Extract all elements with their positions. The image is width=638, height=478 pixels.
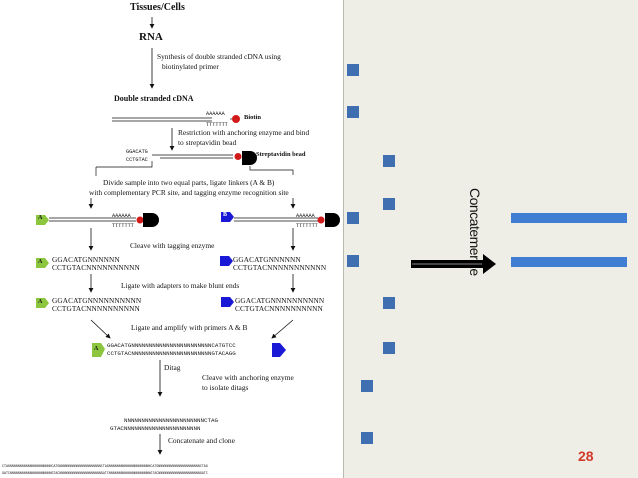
- ditag-linker-a: [92, 343, 105, 357]
- blunt-b-top: GGACATGNNNNNNNNNN: [235, 296, 325, 305]
- tag-a-bottom: CCTGTACNNNNNNNNNN: [52, 263, 140, 272]
- poly-t-2: TTTTTTT: [112, 223, 134, 229]
- biotin-marker: [232, 115, 240, 123]
- bullet-8: [383, 342, 395, 354]
- rna-label: RNA: [139, 31, 163, 43]
- linker-a-shape: [36, 215, 49, 225]
- ditag-linker-b: [272, 343, 286, 357]
- bullet-4: [383, 198, 395, 210]
- poly-a-1: AAAAAA: [206, 111, 225, 117]
- tag-b-bottom: CCTGTACNNNNNNNNNNN: [233, 263, 327, 272]
- bullet-10: [361, 432, 373, 444]
- catg-bottom: CCTGTAC: [126, 157, 148, 163]
- linker-b-shape: [221, 212, 234, 222]
- blunt-b-bottom: CCTGTACNNNNNNNNNN: [235, 304, 323, 313]
- concatemerize-label: Concatemerize: [467, 188, 483, 276]
- ditag-a-linker: A: [94, 346, 99, 352]
- ditag-label: Ditag: [164, 363, 181, 372]
- blunt-a-bottom: CCTGTACNNNNNNNNNN: [52, 304, 140, 313]
- bullet-3: [383, 155, 395, 167]
- step-divide-line1: Divide sample into two equal parts, liga…: [103, 178, 275, 187]
- bullet-7: [383, 297, 395, 309]
- step-anchor-line1: Cleave with anchoring enzyme: [202, 373, 294, 382]
- step-restriction-line2: to streptavidin bead: [178, 138, 237, 147]
- ds-cdna-label: Double stranded cDNA: [114, 94, 194, 103]
- poly-a-2: AAAAAA: [112, 213, 131, 219]
- step-restriction-line1: Restriction with anchoring enzyme and bi…: [178, 128, 310, 137]
- panel-divider: [343, 0, 344, 478]
- step-divide-line2: with complementary PCR site, and tagging…: [89, 188, 289, 197]
- linker-b-label: B: [223, 212, 228, 218]
- streptavidin-label: Streptavidin bead: [256, 151, 306, 158]
- concat-bottom: GATCNNNNNNNNNNNNNNNNNNNNNGTACNNNNNNNNNNN…: [2, 471, 208, 475]
- diagram-graphics: [36, 17, 340, 455]
- step-synthesis-line1: Synthesis of double stranded cDNA using: [157, 52, 281, 61]
- tissues-label: Tissues/Cells: [130, 2, 185, 13]
- right-panel: [344, 0, 638, 478]
- step-concatenate: Concatenate and clone: [168, 436, 235, 445]
- concat-top: CTAGNNNNNNNNNNNNNNNNNNNNNCATGNNNNNNNNNNN…: [2, 464, 208, 468]
- ditag-bottom: CCTGTACNNNNNNNNNNNNNNNNNNNNNNNGTACAGG: [107, 350, 236, 357]
- bullet-1: [347, 64, 359, 76]
- result-bar-1: [511, 213, 627, 223]
- page-number: 28: [578, 448, 594, 464]
- bullet-5: [347, 212, 359, 224]
- step-synthesis-line2: biotinylated primer: [162, 62, 219, 71]
- iso-top: NNNNNNNNNNNNNNNNNNNNNNNCTAG: [124, 417, 218, 424]
- tag-b-top: GGACATGNNNNNN: [233, 255, 301, 264]
- step-blunt: Ligate with adapters to make blunt ends: [121, 281, 240, 290]
- poly-t-3: TTTTTTT: [296, 223, 318, 229]
- linker-a-label: A: [38, 215, 43, 221]
- diagram-panel: Tissues/Cells RNA Synthesis of double st…: [2, 2, 340, 475]
- blunt-a-linker: A: [38, 299, 43, 305]
- biotin-label: Biotin: [244, 114, 261, 121]
- bullet-9: [361, 380, 373, 392]
- iso-bottom: GTACNNNNNNNNNNNNNNNNNNNNNN: [110, 425, 201, 432]
- step-cleave-tag: Cleave with tagging enzyme: [130, 241, 215, 250]
- bullet-6: [347, 255, 359, 267]
- catg-top: GGACATG: [126, 149, 148, 155]
- ditag-top: GGACATGNNNNNNNNNNNNNNNNNNNNNNNCATGTCC: [107, 342, 236, 349]
- streptavidin-bead: [242, 151, 257, 165]
- step-amplify: Ligate and amplify with primers A & B: [131, 323, 248, 332]
- tag-a-top: GGACATGNNNNNN: [52, 255, 120, 264]
- tag-a-linker: A: [38, 259, 43, 265]
- blunt-a-top: GGACATGNNNNNNNNNN: [52, 296, 142, 305]
- step-anchor-line2: to isolate ditags: [202, 383, 249, 392]
- poly-t-1: TTTTTTT: [206, 122, 228, 128]
- result-bar-2: [511, 257, 627, 267]
- poly-a-3: AAAAAA: [296, 213, 315, 219]
- bullet-2: [347, 106, 359, 118]
